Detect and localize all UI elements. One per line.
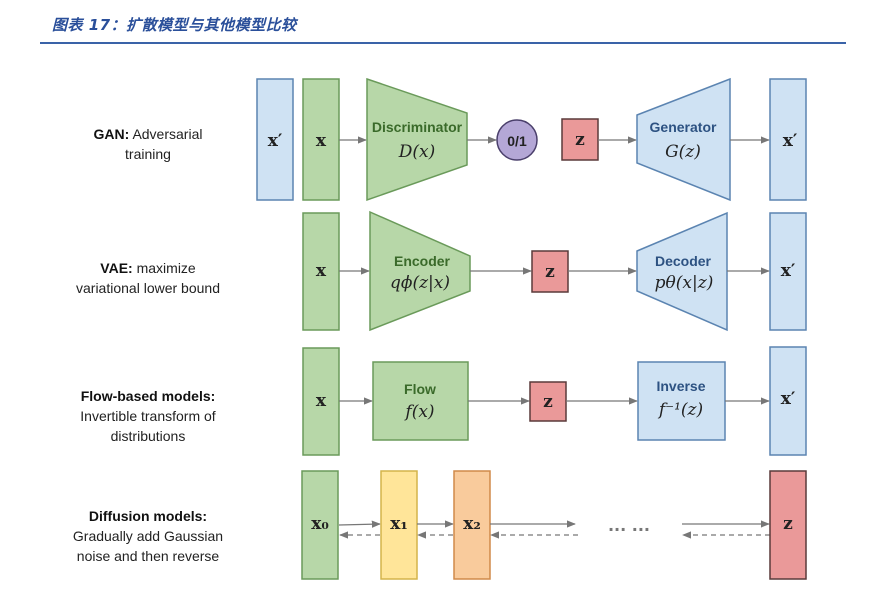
gan-x-prime-input-label: x′ xyxy=(268,131,283,151)
row-title: Flow-based models: xyxy=(80,388,216,404)
row-desc-line: distributions xyxy=(110,428,186,444)
flow-title: Flow xyxy=(404,381,436,397)
figure-caption: 图表 17：扩散模型与其他模型比较 xyxy=(52,16,297,34)
row-desc-line: maximize xyxy=(136,260,196,276)
row-label-gan: GAN: Adversarial training xyxy=(48,124,248,164)
row-title: Diffusion models: xyxy=(88,508,208,524)
gan-z-label: z xyxy=(575,130,585,150)
inverse-title: Inverse xyxy=(656,378,705,394)
gan-z-box xyxy=(561,118,599,161)
forward-arrow xyxy=(338,520,381,528)
diffusion-ellipsis: ··· ··· xyxy=(608,520,650,539)
inverse-function: f⁻¹(z) xyxy=(657,400,703,420)
flow-function: f(x) xyxy=(403,402,434,422)
generator-block xyxy=(636,77,731,202)
flow-x-label: x xyxy=(316,391,327,411)
row-desc-line: noise and then reverse xyxy=(76,548,220,564)
generator-title: Generator xyxy=(650,119,717,135)
row-desc-line: Gradually add Gaussian xyxy=(72,528,224,544)
gan-x-box xyxy=(302,78,340,201)
diffusion-row: x₀ x₁ x₂ ··· ··· z xyxy=(301,470,807,580)
generator-function: G(z) xyxy=(665,142,701,162)
row-desc-line: variational lower bound xyxy=(76,280,220,296)
row-desc-line: Adversarial xyxy=(132,126,203,142)
inverse-block xyxy=(637,361,726,441)
vae-x-box xyxy=(302,212,340,331)
encoder-function: qϕ(z|x) xyxy=(390,273,450,293)
vae-z-label: z xyxy=(545,262,555,282)
flow-block xyxy=(372,361,469,441)
vae-x-label: x xyxy=(316,261,327,281)
diffusion-x1-box xyxy=(380,470,418,580)
flow-row: x Flow f(x) z Inverse f⁻¹(z) x′ xyxy=(302,346,807,456)
decoder-function: pθ(x|z) xyxy=(655,273,714,293)
discriminator-function: D(x) xyxy=(398,142,435,162)
decoder-title: Decoder xyxy=(655,253,712,269)
discriminator-title: Discriminator xyxy=(372,119,463,135)
row-label-diffusion: Diffusion models: Gradually add Gaussian… xyxy=(48,506,248,566)
vae-x-prime-output-box xyxy=(769,212,807,331)
diffusion-x0-label: x₀ xyxy=(311,514,329,534)
row-label-vae: VAE: maximize variational lower bound xyxy=(48,258,248,298)
discriminator-block xyxy=(366,77,468,202)
encoder-title: Encoder xyxy=(394,253,451,269)
gan-x-label: x xyxy=(316,131,327,151)
flow-x-prime-output-box xyxy=(769,346,807,456)
vae-row: x Encoder qϕ(z|x) z Decoder pθ(x|z) x′ xyxy=(302,210,807,332)
diffusion-x2-box xyxy=(453,470,491,580)
row-title: VAE: xyxy=(100,260,133,276)
flow-x-prime-output-label: x′ xyxy=(781,389,796,409)
discriminator-output-label: 0/1 xyxy=(507,133,527,149)
gan-x-prime-input-box xyxy=(256,78,294,201)
gan-x-prime-output-label: x′ xyxy=(783,131,798,151)
diffusion-z-label: z xyxy=(783,514,793,534)
discriminator-output-node xyxy=(496,119,538,161)
diffusion-x1-label: x₁ xyxy=(390,514,408,534)
row-title: GAN: xyxy=(93,126,130,142)
gan-row: x′ x Discriminator D(x) 0/1 z Generator … xyxy=(256,77,807,202)
caption-divider xyxy=(40,42,846,44)
row-label-flow: Flow-based models: Invertible transform … xyxy=(48,386,248,446)
gan-x-prime-output-box xyxy=(769,78,807,201)
diffusion-z-box xyxy=(769,470,807,580)
diffusion-x2-label: x₂ xyxy=(463,514,481,534)
row-desc-line: training xyxy=(125,146,171,162)
decoder-block xyxy=(636,211,728,332)
diffusion-x0-box xyxy=(301,470,339,580)
flow-z-label: z xyxy=(543,392,553,412)
row-desc-line: Invertible transform of xyxy=(80,408,216,424)
vae-x-prime-output-label: x′ xyxy=(781,261,796,281)
flow-x-box xyxy=(302,347,340,456)
encoder-block xyxy=(369,210,471,332)
